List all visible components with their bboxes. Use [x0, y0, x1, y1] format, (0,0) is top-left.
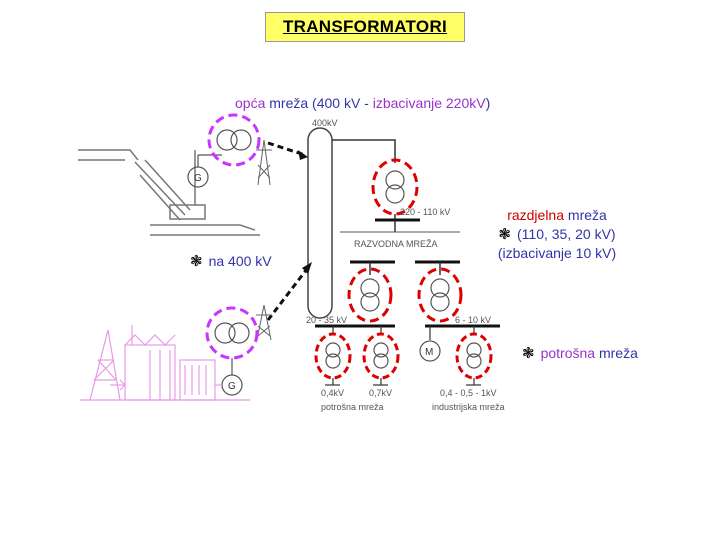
gen2-letter: G [228, 381, 236, 392]
transformer-07kv [362, 332, 400, 380]
transformer-bottom-left [205, 306, 259, 360]
label-na-400kv: ❃ na 400 kV [190, 252, 272, 270]
label-razdjelna-mreza: razdjelna mreža ❃ (110, 35, 20 kV) (izbac… [478, 206, 636, 263]
transformer-6-10 [417, 267, 463, 323]
label-220-110: 220 - 110 kV [400, 207, 450, 217]
razdjelna-word: razdjelna [507, 207, 565, 223]
heading-opca-mreza: opća mreža (400 kV - izbacivanje 220kV) [235, 95, 585, 111]
heading-part-mreza: mreža (400 kV - [265, 95, 373, 111]
potrosna-mreza-word: mreža [595, 345, 638, 361]
label-04-1kv: 0,4 - 0,5 - 1kV [440, 388, 497, 398]
busbar-400kv [307, 127, 333, 319]
transformer-20-35 [347, 267, 393, 323]
hydro-plant-drawing [78, 149, 260, 236]
arrow-head-icon [298, 150, 308, 160]
arrow-head-icon [302, 262, 312, 274]
heading-part-close: ) [485, 95, 491, 111]
label-potrosna-small: potrošna mreža [321, 402, 384, 412]
transformer-04kv [314, 332, 352, 380]
label-400kv: 400kV [312, 118, 338, 128]
label-20-35: 20 - 35 kV [306, 315, 347, 325]
label-razvodna-mreza: RAZVODNA MREŽA [354, 239, 438, 249]
razdjelna-voltages: (110, 35, 20 kV) [517, 226, 616, 242]
gen1-letter: G [194, 173, 202, 184]
heading-part-opca: opća [235, 95, 266, 111]
tower-top-icon [256, 139, 272, 186]
generator-2-icon: G [221, 374, 243, 396]
bullet-icon: ❃ [190, 253, 203, 270]
line-busbar-to-transformer [332, 139, 396, 163]
transformer-04-1kv [455, 332, 493, 380]
heading-part-izbacivanje: izbacivanje 220kV [372, 95, 486, 111]
label-industrijska: industrijska mreža [432, 402, 505, 412]
title-box: TRANSFORMATORI [265, 12, 465, 42]
line-lower-to-busbar [266, 264, 312, 321]
page-title: TRANSFORMATORI [282, 17, 448, 36]
label-6-10: 6 - 10 kV [455, 315, 491, 325]
razdjelna-mreza-word: mreža [564, 207, 607, 223]
generator-1-icon: G [187, 154, 222, 188]
label-na-400kv-text: na 400 kV [208, 253, 272, 269]
razdjelna-izbacivanje: (izbacivanje 10 kV) [497, 245, 617, 261]
bullet-icon: ❃ [498, 226, 511, 243]
motor-icon: M [419, 340, 441, 362]
motor-letter: M [425, 347, 433, 358]
transformer-top-left [207, 113, 261, 167]
thermal-plant-drawing [80, 325, 250, 401]
label-07kv: 0,7kV [369, 388, 392, 398]
transformer-220-110 [371, 158, 419, 216]
potrosna-word: potrošna [540, 345, 596, 361]
label-potrosna-mreza: ❃ potrošna mreža [522, 344, 638, 362]
bullet-icon: ❃ [522, 345, 535, 362]
label-04kv: 0,4kV [321, 388, 344, 398]
